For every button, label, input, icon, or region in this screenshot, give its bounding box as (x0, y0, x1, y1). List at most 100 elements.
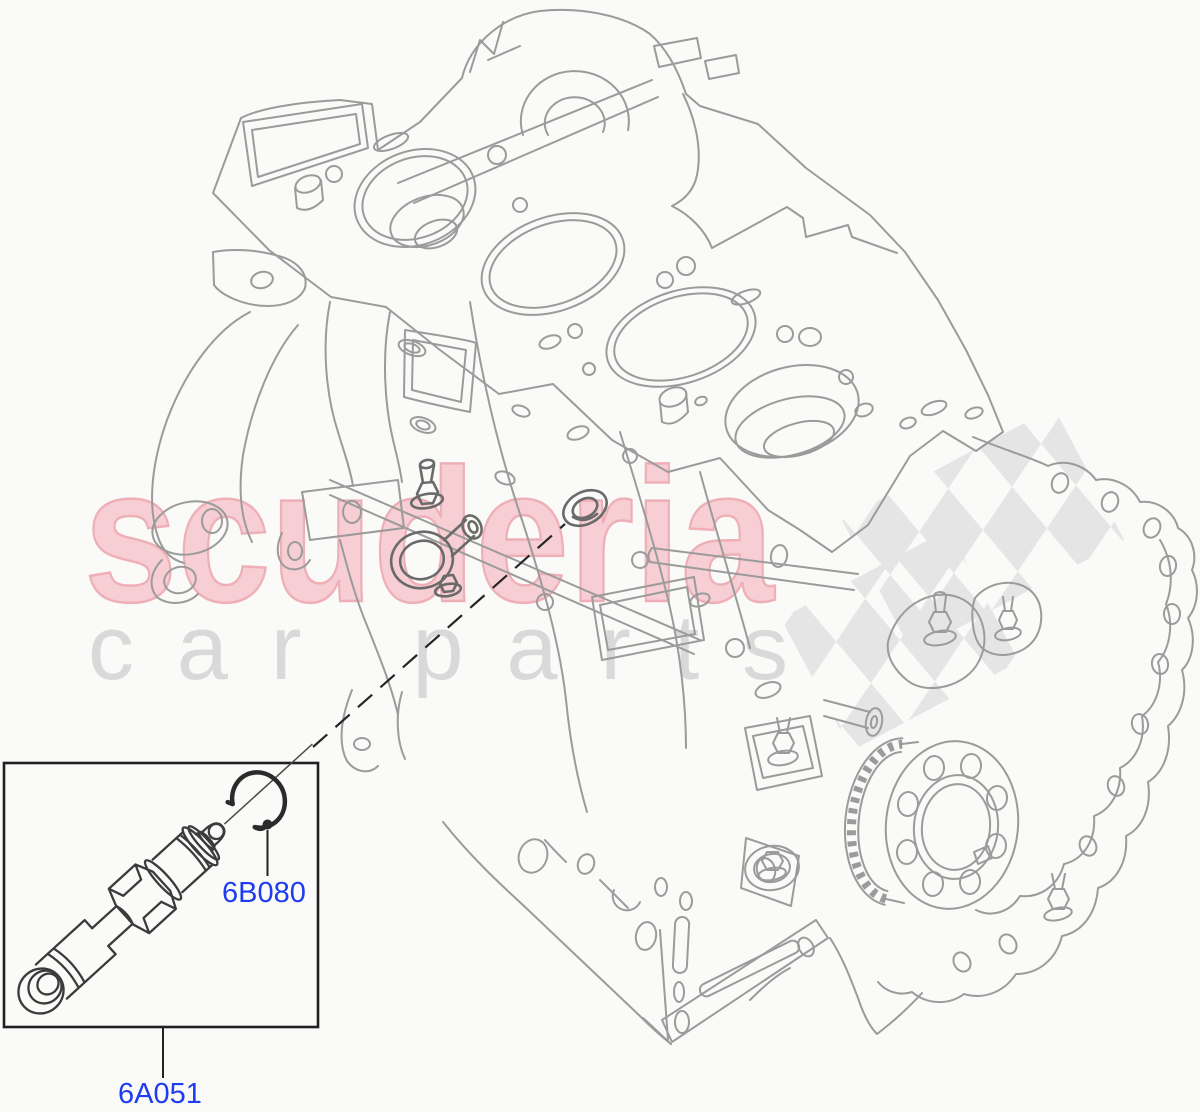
callout-label-6B080[interactable]: 6B080 (222, 877, 306, 909)
arm-inner-edge (239, 324, 299, 543)
plate-hole (1163, 603, 1181, 625)
callout-label-6A051[interactable]: 6A051 (118, 1078, 202, 1110)
hole (622, 448, 638, 464)
front-pocket (403, 329, 477, 413)
leg-curves (339, 539, 406, 773)
plate-hole (1050, 472, 1070, 494)
right-side-bosses (744, 699, 884, 892)
solenoid-flange (389, 530, 455, 590)
deck-slot (920, 399, 948, 417)
side-cylinder (823, 699, 871, 729)
mount-plate-b (971, 581, 1043, 656)
dowel-cap (294, 174, 322, 194)
tip-ball (207, 822, 225, 841)
engine-block-drawing (150, 8, 1198, 1045)
side-cylinder-end (864, 707, 884, 737)
foot-arc (611, 889, 641, 912)
left-mount-arm (150, 249, 307, 604)
lower-boss-ring-inner (753, 852, 791, 884)
hex-bolt (998, 596, 1018, 630)
foot-hole (654, 877, 668, 897)
snap-ring (225, 770, 288, 832)
bore-3 (605, 286, 757, 388)
deck-hole (838, 369, 854, 385)
deck-hole (776, 325, 794, 343)
boss (397, 338, 427, 358)
deck-hole (676, 256, 696, 276)
sensor-body (151, 830, 214, 894)
flange-bolt-hole (958, 869, 982, 895)
bore-1-throat (413, 218, 459, 250)
mid-face-details (329, 301, 859, 813)
left-lug (212, 249, 307, 307)
pillar-right-edge (383, 311, 403, 483)
bore-2 (480, 212, 626, 316)
bore-4-funnel (734, 395, 846, 459)
foot-hole (576, 853, 596, 875)
timing-end-structure (397, 21, 898, 254)
crank-nose-boss (519, 70, 630, 136)
foot-bracket (740, 837, 800, 907)
washer (1043, 906, 1073, 922)
flange-face (884, 740, 1020, 910)
dowel-body (659, 391, 689, 425)
foot-bracket-hole (755, 857, 777, 883)
hole (536, 593, 554, 611)
crank-flange-assembly (843, 737, 1020, 910)
side-pocket (591, 576, 705, 661)
hole (725, 638, 745, 658)
arm-foot-hole (201, 508, 223, 534)
hex-bolt (415, 463, 440, 506)
face-curve-3 (699, 471, 751, 649)
head-edge-band (397, 79, 659, 204)
oil-solenoid-detail (389, 458, 483, 598)
lower-lug (150, 559, 199, 604)
sleeve-mouth-bore (36, 972, 60, 996)
foot-slot (671, 916, 691, 974)
flange-bolt-hole (921, 871, 945, 897)
sensor-bore-arc (571, 512, 599, 522)
part-6A051-drawing (17, 743, 313, 1015)
deck-hole (512, 197, 528, 213)
body-end-flange-2 (187, 825, 221, 861)
sleeve-body (34, 918, 117, 1000)
bottom-wave (749, 937, 923, 1035)
deck-holes (325, 131, 984, 430)
hex-bolt (1047, 873, 1070, 910)
reluctor-teeth (846, 739, 903, 904)
snap-ring-end-dot (262, 819, 273, 830)
timing-right-wall (671, 93, 898, 254)
deck-slot (730, 288, 762, 306)
boss-hole (415, 419, 431, 431)
deck-slot (854, 402, 874, 418)
checkered-flag-lower (780, 529, 1020, 751)
face-curve-2 (619, 431, 687, 749)
flange-stub (973, 845, 993, 865)
side-cylinder-hole (869, 715, 879, 729)
washer (767, 749, 799, 767)
boss (511, 404, 531, 418)
top-tabs (653, 37, 740, 80)
deck-hole (694, 395, 708, 407)
lower-lug-hole (163, 565, 197, 595)
callouts: 6B080 6A051 (118, 830, 306, 1110)
deck-hole (582, 362, 596, 376)
face-curve-1 (469, 301, 567, 701)
seal-bore-outer (912, 774, 1000, 880)
assembly-dashed-leader (312, 523, 566, 748)
sensor-bore-detail (562, 488, 608, 528)
bore-4-throat (762, 419, 836, 459)
long-bracket-arm (647, 547, 859, 591)
foot-hole (674, 1010, 690, 1034)
bolt-cap (418, 458, 436, 470)
washer (409, 492, 445, 510)
mid-rib-band (329, 479, 701, 655)
hole (689, 592, 711, 608)
sensor-bore-inner (571, 496, 599, 520)
reluctor-inner-arc (857, 751, 902, 892)
part-6B080-drawing (225, 770, 288, 832)
upper-right-mounts (886, 581, 1043, 690)
mid-bracket-hole (287, 541, 303, 561)
